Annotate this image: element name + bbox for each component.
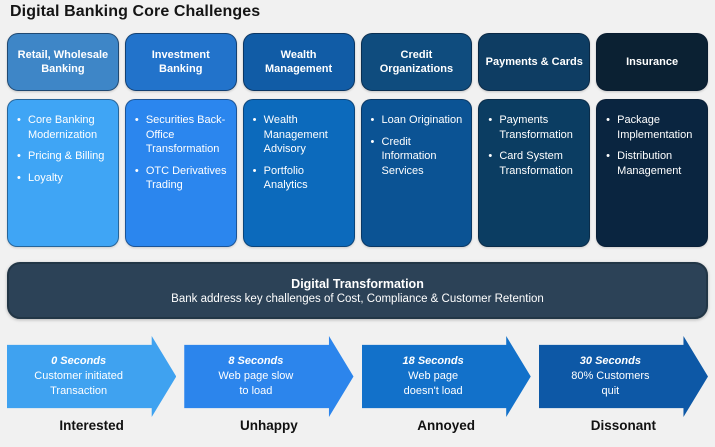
bullet-item: Loyalty (17, 171, 113, 186)
segment-body-credit-organizations: Loan Origination Credit Information Serv… (360, 99, 473, 247)
arrow-text-line: to load (239, 384, 273, 397)
bullet-item: Payments Transformation (488, 113, 584, 142)
bullet-list: Payments Transformation Card System Tran… (488, 113, 584, 178)
bullet-list: Wealth Management Advisory Portfolio Ana… (253, 113, 349, 193)
bullet-item: Pricing & Billing (17, 149, 113, 164)
segment-body-payments-cards: Payments Transformation Card System Tran… (478, 99, 591, 247)
band-title: Digital Transformation (291, 276, 424, 291)
bullet-item: Distribution Management (606, 149, 702, 178)
segment-body-retail-wholesale: Core Banking Modernization Pricing & Bil… (7, 99, 119, 247)
bullet-item: OTC Derivatives Trading (135, 164, 231, 193)
bullet-item: Card System Transformation (488, 149, 584, 178)
segment-body-investment-banking: Securities Back-Office Transformation OT… (124, 99, 237, 247)
arrow-text-line: Web page slow (218, 370, 294, 383)
bullet-list: Loan Origination Credit Information Serv… (371, 113, 467, 178)
bullet-item: Loan Origination (371, 113, 467, 128)
page-title: Digital Banking Core Challenges (10, 3, 261, 20)
arrow-text-line: Customer initiated (34, 370, 123, 383)
arrow-text-line: Web page (408, 370, 459, 383)
customer-timeline-arrows: 0 Seconds Customer initiated Transaction… (7, 336, 708, 433)
segment-header-investment-banking: Investment Banking (124, 33, 237, 91)
arrow-time: 30 Seconds (579, 355, 641, 368)
segment-header-credit-organizations: Credit Organizations (360, 33, 473, 91)
timeline-step-dissonant: 30 Seconds 80% Customers quit Dissonant (538, 336, 708, 433)
segment-header-insurance: Insurance (596, 33, 708, 91)
segment-header-retail-wholesale: Retail, Wholesale Banking (7, 33, 119, 91)
timeline-step-label: Dissonant (590, 418, 656, 433)
band-subtitle: Bank address key challenges of Cost, Com… (171, 292, 544, 305)
right-arrow-shape: 18 Seconds Web page doesn't load (361, 336, 531, 417)
arrow-text-line: 80% Customers (571, 370, 650, 383)
bullet-item: Securities Back-Office Transformation (135, 113, 231, 157)
bullet-item: Portfolio Analytics (253, 164, 349, 193)
arrow-time: 0 Seconds (51, 355, 107, 368)
right-arrow-shape: 30 Seconds 80% Customers quit (538, 336, 708, 417)
timeline-step-label: Interested (59, 418, 124, 433)
timeline-step-label: Annoyed (417, 418, 475, 433)
arrow-text-line: Transaction (50, 384, 108, 397)
timeline-step-annoyed: 18 Seconds Web page doesn't load Annoyed (361, 336, 531, 433)
timeline-step-interested: 0 Seconds Customer initiated Transaction… (7, 336, 177, 433)
banking-segments-grid: Retail, Wholesale Banking Investment Ban… (7, 33, 708, 247)
digital-transformation-band: Digital Transformation Bank address key … (7, 262, 708, 319)
bullet-item: Credit Information Services (371, 135, 467, 179)
bullet-item: Package Implementation (606, 113, 702, 142)
segment-header-wealth-management: Wealth Management (242, 33, 355, 91)
bullet-list: Package Implementation Distribution Mana… (606, 113, 702, 178)
segment-header-payments-cards: Payments & Cards (478, 33, 591, 91)
right-arrow-shape: 8 Seconds Web page slow to load (184, 336, 354, 417)
bullet-item: Wealth Management Advisory (253, 113, 349, 157)
arrow-time: 18 Seconds (402, 355, 464, 368)
arrow-text-line: doesn't load (403, 384, 463, 397)
timeline-step-unhappy: 8 Seconds Web page slow to load Unhappy (184, 336, 354, 433)
bullet-item: Core Banking Modernization (17, 113, 113, 142)
bullet-list: Core Banking Modernization Pricing & Bil… (17, 113, 113, 185)
timeline-step-label: Unhappy (239, 418, 298, 433)
segment-body-insurance: Package Implementation Distribution Mana… (596, 99, 708, 247)
right-arrow-shape: 0 Seconds Customer initiated Transaction (7, 336, 177, 417)
bullet-list: Securities Back-Office Transformation OT… (135, 113, 231, 193)
segment-body-wealth-management: Wealth Management Advisory Portfolio Ana… (242, 99, 355, 247)
arrow-time: 8 Seconds (228, 355, 284, 368)
arrow-text-line: quit (601, 384, 620, 397)
